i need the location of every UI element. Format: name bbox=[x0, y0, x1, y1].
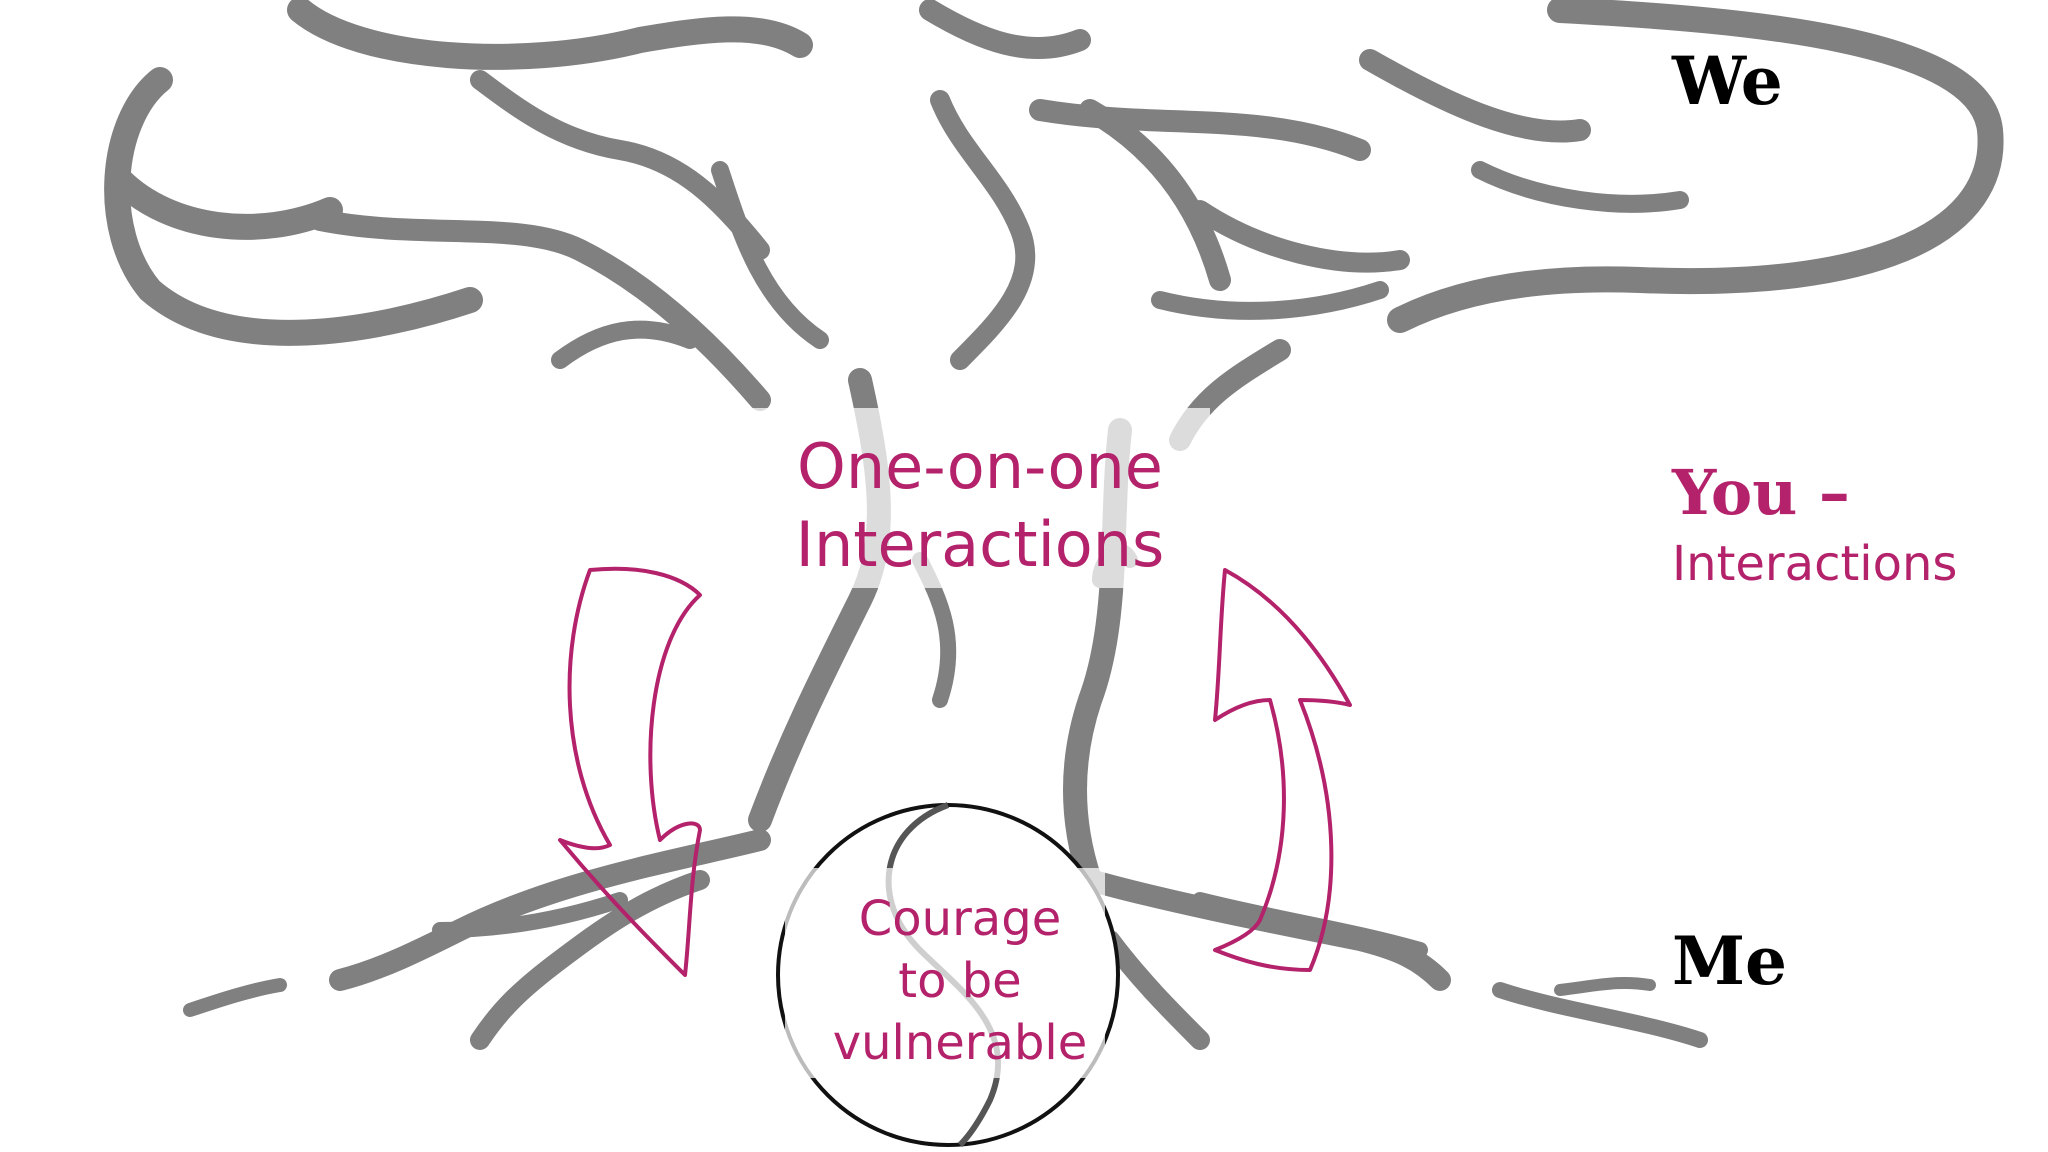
me-label: Me bbox=[1672, 922, 1788, 1000]
center-title-line-1: One-on-one bbox=[797, 430, 1163, 503]
roots-left bbox=[329, 829, 771, 991]
you-sub-label: Interactions bbox=[1672, 536, 1958, 592]
roots-left-2 bbox=[470, 870, 710, 1050]
roots-right-2 bbox=[1100, 930, 1210, 1050]
center-title-line-2: Interactions bbox=[795, 508, 1165, 581]
branch-right-3 bbox=[1151, 281, 1389, 320]
branch-left-3 bbox=[551, 320, 699, 369]
canopy-outline bbox=[104, 0, 813, 346]
courage-line-3: vulnerable bbox=[832, 1015, 1088, 1071]
center-title: One-on-one Interactions bbox=[700, 428, 1260, 584]
branch-left-1 bbox=[309, 209, 771, 411]
branch-right-1 bbox=[1079, 99, 1231, 291]
branch-right-4 bbox=[1471, 161, 1689, 213]
courage-line-2: to be bbox=[898, 953, 1022, 1009]
canopy-outline-right bbox=[1387, 0, 2004, 333]
branch-right-2 bbox=[1190, 200, 1410, 273]
arrow-up-icon bbox=[1213, 568, 1352, 972]
ground-left bbox=[183, 978, 287, 1017]
courage-label: Courage to be vulnerable bbox=[770, 888, 1150, 1074]
arrow-down-icon bbox=[558, 566, 702, 977]
branch-left-5 bbox=[930, 90, 1036, 370]
center-panel bbox=[750, 408, 1210, 588]
ground-right-2 bbox=[1554, 976, 1656, 996]
circle-panel bbox=[785, 868, 1105, 1078]
we-label: We bbox=[1672, 42, 1783, 120]
roots-right-3 bbox=[1192, 892, 1428, 958]
roots-left-3 bbox=[432, 892, 628, 938]
you-label: You – bbox=[1672, 456, 1850, 529]
canopy-top bbox=[919, 0, 1591, 161]
ground-right bbox=[1492, 982, 1708, 1048]
branch-left-4 bbox=[711, 161, 829, 349]
courage-line-1: Courage bbox=[858, 891, 1062, 947]
